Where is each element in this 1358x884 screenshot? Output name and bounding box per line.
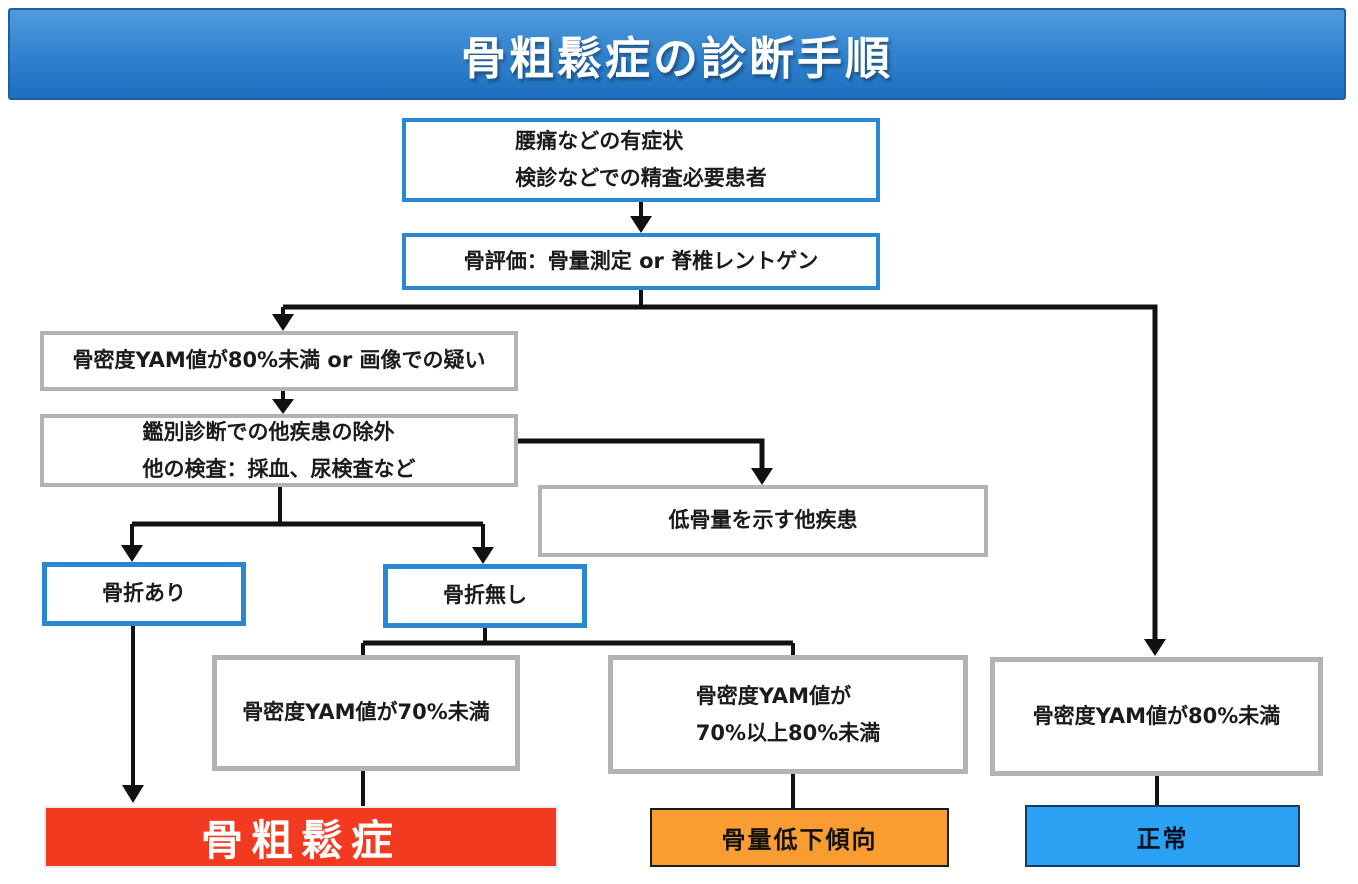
arrow-symptoms-to-eval xyxy=(630,200,652,233)
node-yam80-or-image-label: 骨密度YAM値が80%未満 or 画像での疑い xyxy=(72,348,486,373)
arrow-fracture-yes-to-osteoporosis xyxy=(122,625,144,803)
node-symptoms-line1: 腰痛などの有症状 xyxy=(515,129,684,154)
node-yam80-or-image: 骨密度YAM値が80%未満 or 画像での疑い xyxy=(40,331,518,391)
result-low-bone-mass: 骨量低下傾向 xyxy=(650,808,949,867)
node-other-disease: 低骨量を示す他疾患 xyxy=(538,485,988,557)
connector-no-fracture-split xyxy=(361,627,795,657)
result-osteoporosis-label: 骨粗鬆症 xyxy=(200,815,401,865)
node-fracture-no-label: 骨折無し xyxy=(443,583,527,608)
title-banner: 骨粗鬆症の診断手順 xyxy=(8,8,1346,100)
node-yam-70to80-line2: 70%以上80%未満 xyxy=(695,720,881,745)
node-yam-under70: 骨密度YAM値が70%未満 xyxy=(212,655,520,771)
result-normal: 正常 xyxy=(1025,805,1300,867)
node-bone-eval-label: 骨評価：骨量測定 or 脊椎レントゲン xyxy=(463,248,819,273)
node-differential-line1: 鑑別診断での他疾患の除外 xyxy=(142,419,395,444)
result-normal-label: 正常 xyxy=(1136,824,1189,853)
node-fracture-yes: 骨折あり xyxy=(42,562,246,626)
node-yam-under80-label: 骨密度YAM値が80%未満 xyxy=(1032,703,1281,728)
node-symptoms: 腰痛などの有症状 検診などでの精査必要患者 xyxy=(402,118,880,202)
node-symptoms-line2: 検診などでの精査必要患者 xyxy=(515,166,767,190)
arrow-differential-to-other-disease xyxy=(518,438,773,485)
result-osteoporosis: 骨粗鬆症 xyxy=(44,806,558,868)
node-yam-70to80: 骨密度YAM値が 70%以上80%未満 xyxy=(608,655,968,774)
node-other-disease-label: 低骨量を示す他疾患 xyxy=(668,508,858,533)
node-bone-eval: 骨評価：骨量測定 or 脊椎レントゲン xyxy=(402,233,880,290)
node-differential-line2: 他の検査：採血、尿検査など xyxy=(142,456,416,481)
arrow-yam80-to-differential xyxy=(272,390,294,414)
node-yam-under70-label: 骨密度YAM値が70%未満 xyxy=(242,700,490,725)
node-fracture-yes-label: 骨折あり xyxy=(102,581,186,606)
node-fracture-no: 骨折無し xyxy=(383,564,587,628)
node-differential: 鑑別診断での他疾患の除外 他の検査：採血、尿検査など xyxy=(40,414,518,487)
result-low-bone-mass-label: 骨量低下傾向 xyxy=(721,826,878,854)
page-title: 骨粗鬆症の診断手順 xyxy=(460,31,893,85)
node-yam-70to80-line1: 骨密度YAM値が xyxy=(695,683,852,708)
connector-fracture-split xyxy=(121,486,494,564)
node-yam-under80: 骨密度YAM値が80%未満 xyxy=(990,657,1323,776)
